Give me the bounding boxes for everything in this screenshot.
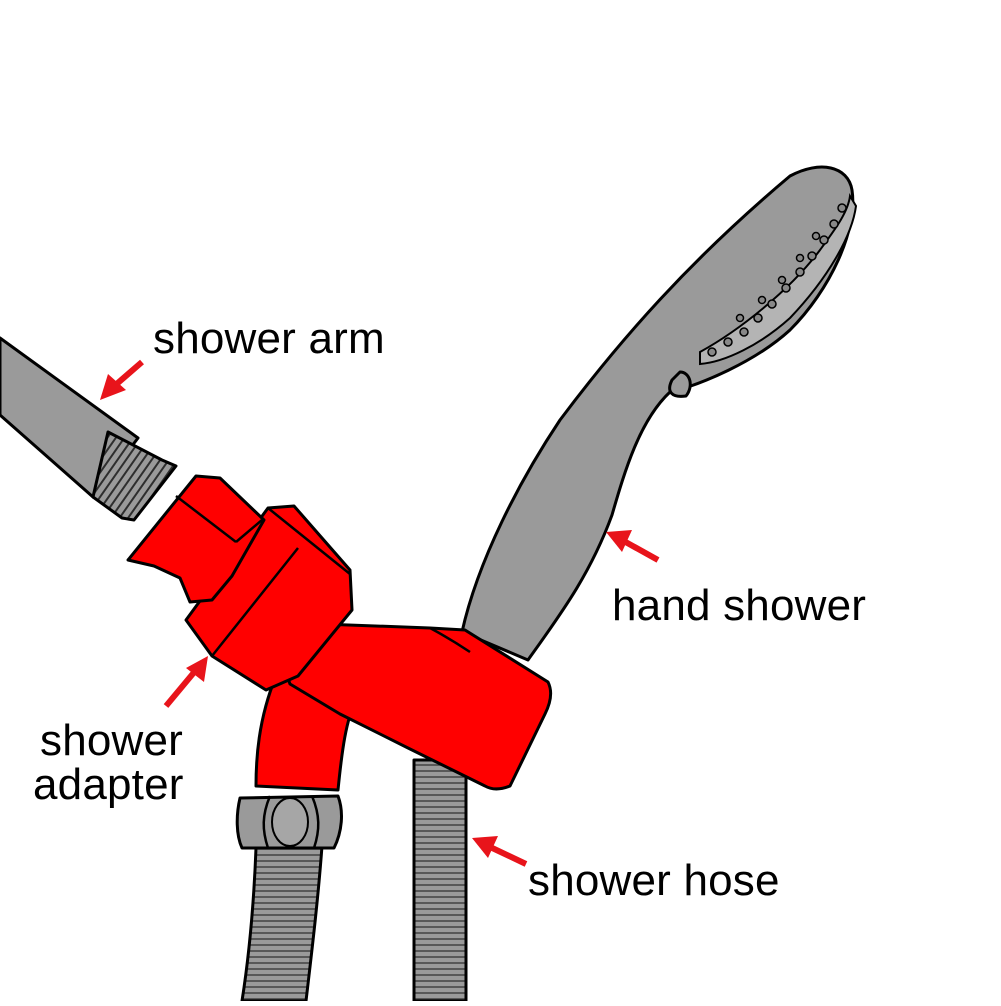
label-hand-shower: hand shower (612, 581, 867, 630)
arrow-shower-hose (472, 836, 528, 867)
label-shower-adapter-line2: adapter (33, 760, 184, 809)
adapter-holder-edge (429, 626, 471, 654)
adapter-inlet (126, 474, 266, 604)
label-shower-adapter-line1: shower (40, 716, 184, 765)
label-shower-arm: shower arm (153, 314, 385, 363)
shower-hose-left (240, 844, 324, 1003)
arrow-hand-shower (606, 530, 660, 563)
hose-nut-facets (262, 795, 320, 849)
shower-adapter (126, 474, 553, 792)
spray-nozzles (707, 203, 847, 357)
shower-arm (0, 336, 178, 522)
hand-shower (460, 165, 858, 662)
shower-hose (235, 758, 468, 1003)
arrow-shower-arm (100, 359, 144, 400)
arrow-shower-adapter (163, 656, 208, 708)
shower-hose-right (412, 758, 468, 1003)
hand-shower-face (699, 193, 858, 366)
shower-arm-thread (91, 430, 178, 522)
label-shower-hose: shower hose (528, 856, 780, 905)
hand-shower-button (668, 370, 692, 398)
callout-arrows (100, 359, 660, 867)
adapter-body (266, 620, 553, 791)
adapter-ring (184, 504, 354, 692)
